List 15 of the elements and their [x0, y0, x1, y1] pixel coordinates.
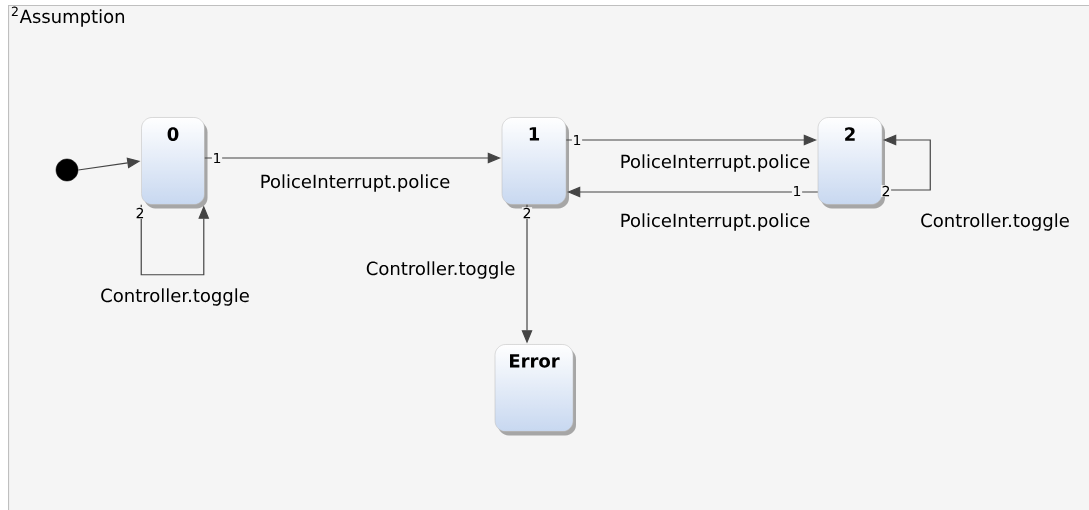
edge-label: Controller.toggle [364, 259, 517, 281]
edge-label: PoliceInterrupt.police [618, 152, 812, 174]
priority-number: 1 [571, 134, 583, 146]
edge-label: PoliceInterrupt.police [618, 211, 812, 233]
priority-number: 2 [134, 207, 146, 219]
initial-state-dot [55, 158, 79, 182]
priority-number: 1 [211, 152, 223, 164]
state-box: Error [494, 344, 576, 436]
state-box: 0 [141, 117, 208, 209]
edge-label: PoliceInterrupt.police [258, 172, 452, 194]
priority-number: 1 [791, 185, 803, 197]
arrow [565, 134, 817, 146]
arrow [881, 134, 931, 191]
priority-number: 2 [880, 185, 892, 197]
priority-number: 2 [521, 207, 533, 219]
